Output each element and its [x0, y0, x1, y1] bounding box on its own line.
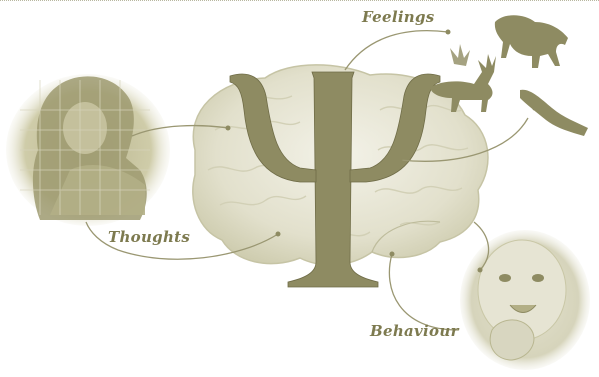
- woman-reading-image: [6, 74, 170, 226]
- behaviour-label: Behaviour: [370, 322, 459, 340]
- arrow-brain-to-feelings: [345, 31, 448, 70]
- feelings-label: Feelings: [362, 8, 435, 26]
- thoughts-label: Thoughts: [108, 228, 190, 246]
- arrow-behaviour-loop: [389, 254, 458, 330]
- baby-face-image: [460, 230, 590, 370]
